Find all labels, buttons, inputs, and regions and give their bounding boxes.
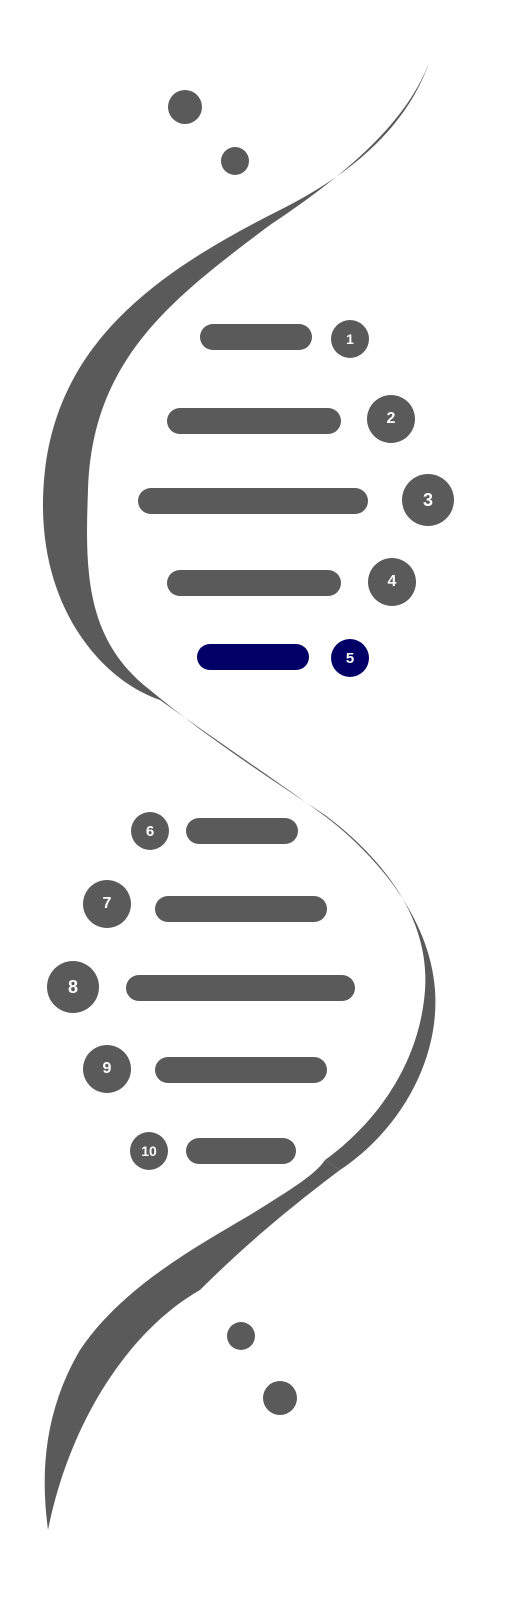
step-badge-8: 8 bbox=[47, 961, 99, 1013]
step-badge-4: 4 bbox=[368, 558, 416, 606]
rung-bar-10 bbox=[186, 1138, 296, 1164]
rung-bar-8 bbox=[126, 975, 355, 1001]
rung-bar-6 bbox=[186, 818, 298, 844]
step-badge-3: 3 bbox=[402, 474, 454, 526]
step-badge-1: 1 bbox=[331, 320, 369, 358]
step-badge-2: 2 bbox=[367, 395, 415, 443]
rung-bar-4 bbox=[167, 570, 341, 596]
dot-bottom-small bbox=[227, 1322, 255, 1350]
dot-bottom-large bbox=[263, 1381, 297, 1415]
step-badge-7: 7 bbox=[83, 880, 131, 928]
rung-bar-5 bbox=[197, 644, 309, 670]
step-badge-5: 5 bbox=[331, 639, 369, 677]
rung-bar-3 bbox=[138, 488, 368, 514]
step-badge-6: 6 bbox=[131, 812, 169, 850]
rung-bar-9 bbox=[155, 1057, 327, 1083]
rung-bar-2 bbox=[167, 408, 341, 434]
rung-bar-1 bbox=[200, 324, 312, 350]
helix-strand-upper bbox=[42, 60, 436, 1170]
helix-strand-lower bbox=[44, 1160, 341, 1530]
step-badge-10: 10 bbox=[130, 1132, 168, 1170]
rung-bar-7 bbox=[155, 896, 327, 922]
dot-top-large bbox=[168, 90, 202, 124]
dot-top-small bbox=[221, 147, 249, 175]
step-badge-9: 9 bbox=[83, 1045, 131, 1093]
